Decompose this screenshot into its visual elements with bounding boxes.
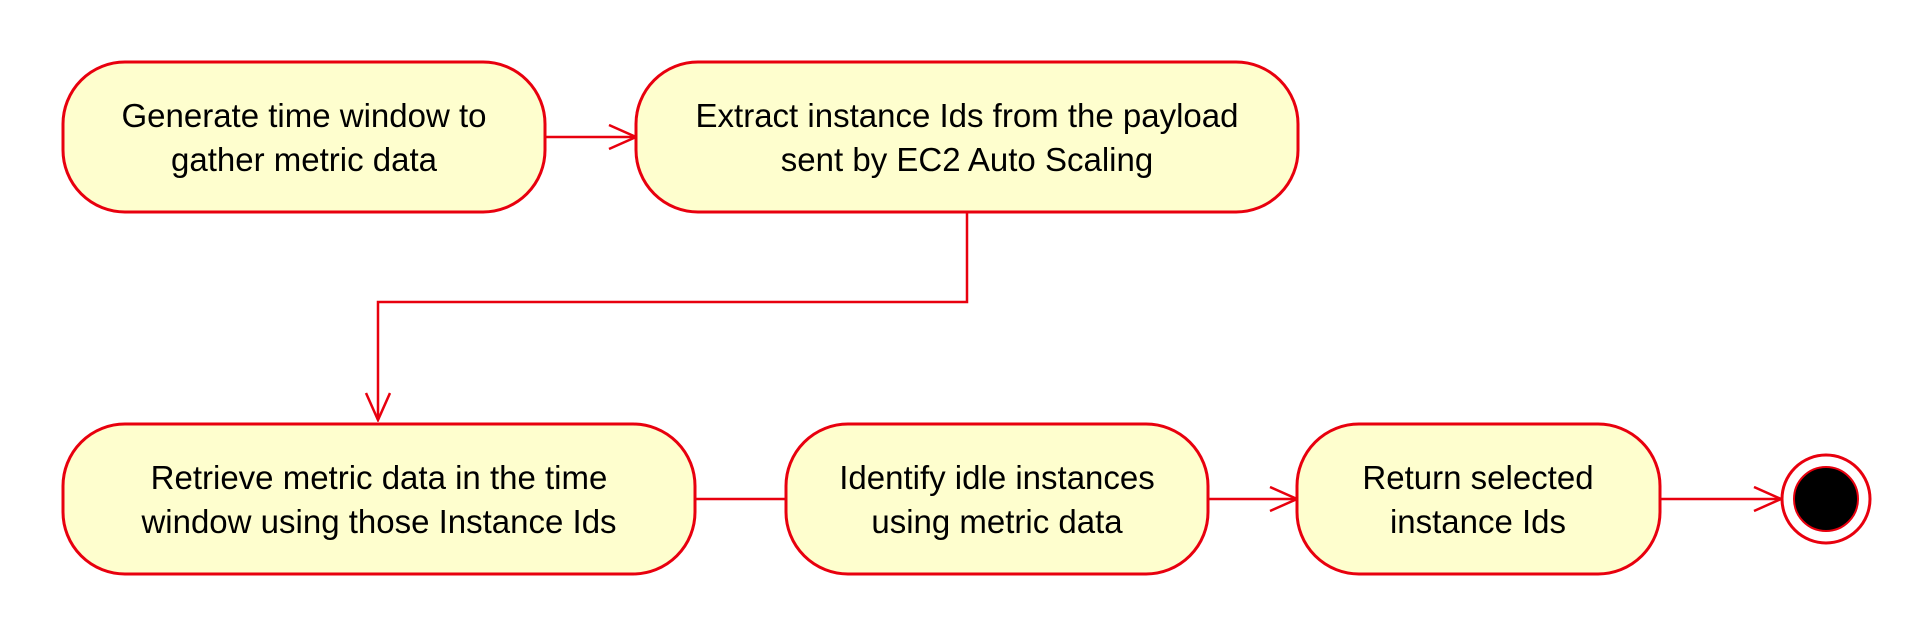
- node-label-line: Identify idle instances: [839, 459, 1155, 496]
- activity-final-node: [1780, 453, 1872, 545]
- activity-retrieve-metric-data: Retrieve metric data in the time window …: [61, 422, 697, 576]
- activity-return-selected-ids: Return selected instance Ids: [1295, 422, 1662, 576]
- final-node-inner-dot: [1793, 466, 1859, 532]
- activity-generate-time-window: Generate time window to gather metric da…: [61, 60, 547, 214]
- node-label-line: Extract instance Ids from the payload: [696, 97, 1239, 134]
- activity-extract-instance-ids: Extract instance Ids from the payload se…: [634, 60, 1300, 214]
- node-label-line: sent by EC2 Auto Scaling: [781, 141, 1153, 178]
- node-label-line: Return selected: [1362, 459, 1593, 496]
- node-label-line: Retrieve metric data in the time: [151, 459, 608, 496]
- edges: [378, 137, 1781, 499]
- node-label-line: instance Ids: [1390, 503, 1566, 540]
- node-label-line: gather metric data: [171, 141, 438, 178]
- activity-identify-idle-instances: Identify idle instances using metric dat…: [784, 422, 1210, 576]
- node-label-line: window using those Instance Ids: [140, 503, 616, 540]
- edge-extract-to-retrieve: [378, 212, 969, 420]
- node-label-line: Generate time window to: [121, 97, 486, 134]
- node-label-line: using metric data: [871, 503, 1123, 540]
